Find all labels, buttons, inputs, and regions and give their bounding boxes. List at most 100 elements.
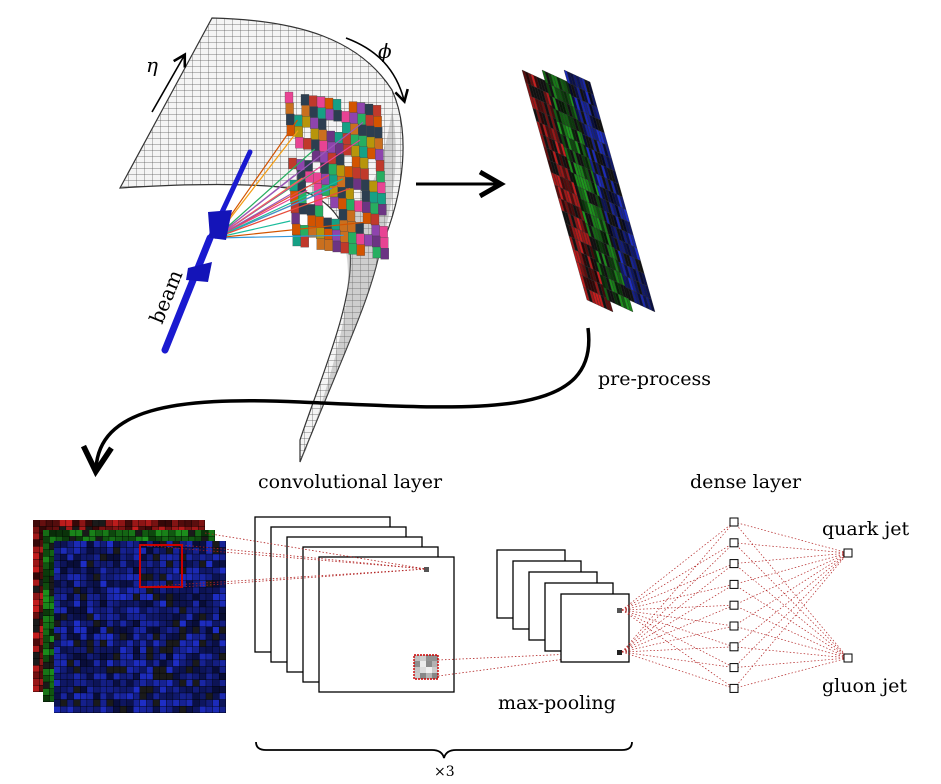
channel-pixel bbox=[54, 693, 61, 700]
channel-pixel bbox=[113, 620, 120, 627]
channel-pixel bbox=[60, 560, 67, 568]
channel-pixel bbox=[153, 547, 160, 554]
output-node bbox=[843, 653, 853, 663]
deposit-cell bbox=[306, 204, 316, 216]
deposit-cell bbox=[366, 125, 375, 138]
channel-pixel bbox=[60, 541, 67, 548]
channel-pixel bbox=[54, 567, 61, 574]
channel-pixel bbox=[140, 567, 147, 574]
channel-pixel bbox=[80, 666, 87, 673]
channel-pixel bbox=[106, 587, 114, 594]
channel-pixel bbox=[159, 660, 167, 667]
channel-pixel bbox=[33, 553, 40, 560]
channel-pixel bbox=[192, 686, 200, 693]
channel-pixel bbox=[120, 679, 127, 687]
channel-pixel bbox=[140, 560, 147, 568]
channel-pixel bbox=[79, 526, 86, 533]
dense-connection bbox=[621, 563, 735, 653]
channel-pixel bbox=[49, 549, 56, 557]
input-blue-channel bbox=[54, 541, 226, 713]
deposit-cell bbox=[318, 129, 327, 141]
channel-pixel bbox=[106, 560, 114, 568]
channel-pixel bbox=[126, 646, 133, 654]
channel-pixel bbox=[171, 520, 179, 527]
channel-pixel bbox=[179, 673, 186, 680]
particle-ray bbox=[214, 187, 351, 239]
channel-pixel bbox=[87, 633, 94, 640]
channel-pixel bbox=[153, 660, 160, 667]
repeat-label: ×3 bbox=[434, 764, 455, 780]
channel-pixel bbox=[113, 673, 120, 680]
channel-pixel bbox=[126, 547, 133, 554]
channel-pixel bbox=[87, 607, 94, 614]
channel-pixel bbox=[113, 574, 120, 581]
channel-pixel bbox=[186, 541, 193, 548]
channel-pixel bbox=[80, 554, 87, 561]
deposit-cell bbox=[348, 101, 358, 113]
channel-pixel bbox=[148, 530, 156, 537]
channel-pixel bbox=[126, 620, 133, 627]
channel-pixel bbox=[199, 587, 206, 594]
channel-pixel bbox=[49, 642, 56, 649]
channel-pixel bbox=[166, 660, 173, 667]
channel-pixel bbox=[113, 613, 120, 620]
output-connection bbox=[733, 657, 849, 668]
channel-pixel bbox=[87, 547, 94, 554]
channel-pixel bbox=[95, 536, 103, 543]
channel-pixel bbox=[166, 633, 173, 640]
channel-pixel bbox=[192, 666, 200, 673]
deposit-cell bbox=[316, 96, 326, 108]
deposit-cell bbox=[366, 136, 375, 149]
channel-pixel bbox=[67, 560, 74, 568]
deposit-cell bbox=[380, 248, 389, 260]
channel-pixel bbox=[39, 658, 46, 666]
channel-pixel bbox=[54, 646, 61, 654]
channel-pixel bbox=[73, 679, 81, 687]
deposit-cell bbox=[375, 149, 384, 161]
channel-pixel bbox=[159, 554, 167, 561]
channel-pixel bbox=[166, 560, 173, 568]
channel-pixel bbox=[80, 693, 87, 700]
channel-pixel bbox=[146, 574, 153, 581]
channel-pixel bbox=[54, 666, 61, 673]
channel-pixel bbox=[69, 530, 76, 537]
channel-pixel bbox=[49, 668, 56, 676]
channel-pixel bbox=[100, 613, 107, 620]
channel-pixel bbox=[153, 580, 160, 587]
channel-pixel bbox=[113, 580, 120, 587]
channel-pixel bbox=[208, 530, 215, 537]
channel-pixel bbox=[93, 547, 100, 554]
deposit-cell bbox=[380, 237, 389, 249]
deposit-cell bbox=[303, 138, 312, 150]
channel-pixel bbox=[179, 706, 186, 713]
channel-pixel bbox=[33, 526, 40, 533]
deposit-cell bbox=[338, 209, 348, 221]
channel-pixel bbox=[39, 612, 46, 619]
channel-pixel bbox=[140, 653, 147, 660]
channel-pixel bbox=[112, 526, 119, 533]
output-connection bbox=[733, 625, 849, 659]
channel-pixel bbox=[126, 640, 133, 647]
channel-pixel bbox=[113, 706, 120, 713]
channel-pixel bbox=[158, 520, 165, 527]
deposit-cell bbox=[371, 224, 380, 237]
channel-pixel bbox=[120, 613, 127, 620]
deposit-cell bbox=[372, 246, 381, 259]
dense-connections bbox=[621, 521, 849, 689]
channel-pixel bbox=[102, 536, 109, 543]
channel-pixel bbox=[100, 560, 107, 568]
channel-pixel bbox=[33, 652, 40, 659]
channel-pixel bbox=[192, 560, 200, 568]
channel-pixel bbox=[43, 536, 50, 543]
dense-connection bbox=[621, 604, 735, 653]
channel-pixel bbox=[43, 569, 50, 576]
dense-nodes bbox=[729, 517, 853, 693]
channel-pixel bbox=[153, 593, 160, 601]
pre-process-arrow bbox=[80, 327, 591, 478]
channel-pixel bbox=[126, 653, 133, 660]
channel-pixel bbox=[49, 602, 56, 609]
channel-pixel bbox=[39, 685, 46, 692]
channel-pixel bbox=[39, 672, 46, 679]
deposit-cell bbox=[360, 168, 369, 180]
